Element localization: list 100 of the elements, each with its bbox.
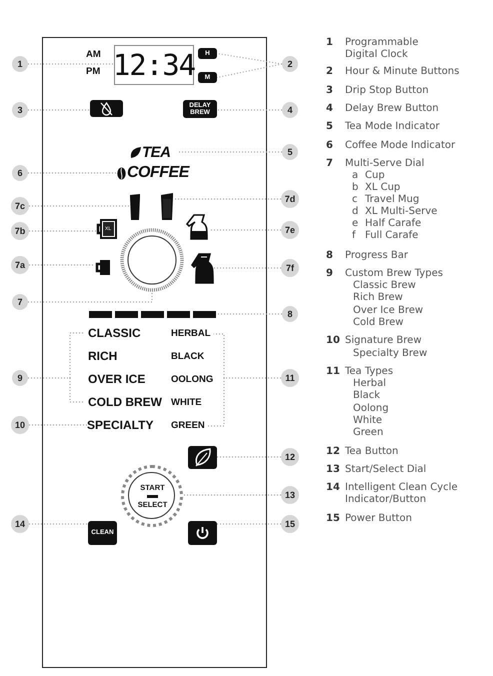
leader-line xyxy=(28,264,96,266)
callout-number: 7 xyxy=(12,294,28,310)
am-pm-indicator: PM xyxy=(86,66,100,77)
callout-number: 7b xyxy=(11,222,29,240)
item-number: 8 xyxy=(326,250,333,261)
leader-line xyxy=(28,292,152,302)
callout-number: 3 xyxy=(12,102,28,118)
callout-number: 15 xyxy=(281,515,299,533)
tea-button xyxy=(188,446,217,469)
tea-type-label: WHITE xyxy=(171,396,202,410)
item-number: 1 xyxy=(326,37,333,48)
am-pm-indicator: AM xyxy=(86,49,101,60)
leader-line xyxy=(28,424,88,426)
legend-description: Power Button xyxy=(345,513,412,525)
tea-type-label: HERBAL xyxy=(171,327,211,341)
item-number: 7 xyxy=(326,158,333,169)
legend-description: Over Ice Brew xyxy=(353,305,424,317)
item-number: 15 xyxy=(326,513,340,524)
leader-line xyxy=(216,456,282,458)
brew-type-label: RICH xyxy=(88,349,118,363)
item-number: 14 xyxy=(326,482,340,493)
leader-line xyxy=(216,64,282,78)
brew-type-label: OVER ICE xyxy=(88,372,146,386)
legend-description: Specialty Brew xyxy=(353,348,428,360)
callout-number: 7f xyxy=(281,259,299,277)
callout-number: 7a xyxy=(11,256,29,274)
progress-bar xyxy=(89,311,216,318)
legend-description: Tea Types xyxy=(345,366,394,378)
callout-number: 7e xyxy=(281,221,299,239)
callout-number: 9 xyxy=(12,370,28,386)
carafe-icon xyxy=(190,253,214,285)
leader-line xyxy=(28,172,118,174)
legend-description: Travel Mug xyxy=(365,194,420,206)
sub-item-letter: b xyxy=(352,182,358,194)
serve-size-dial xyxy=(120,228,184,292)
legend-description: XL Cup xyxy=(365,182,400,194)
legend-description: Hour & Minute Buttons xyxy=(345,66,460,78)
callout-number: 14 xyxy=(11,515,29,533)
item-number: 5 xyxy=(326,121,333,132)
item-number: 13 xyxy=(326,464,340,475)
leader-line xyxy=(174,198,282,200)
tea-type-label: GREEN xyxy=(171,419,205,433)
sub-item-letter: f xyxy=(352,230,356,242)
sub-item-letter: a xyxy=(352,170,358,182)
legend-description: Programmable Digital Clock xyxy=(345,37,420,61)
tall-cup-icon xyxy=(160,192,174,221)
legend-description: Herbal xyxy=(353,378,386,390)
tea-type-label: OOLONG xyxy=(171,373,214,387)
callout-number: 1 xyxy=(12,56,28,72)
legend-description: Classic Brew xyxy=(353,280,416,292)
legend-description: Tea Mode Indicator xyxy=(345,121,440,133)
brew-type-label: SPECIALTY xyxy=(87,418,154,432)
digital-clock-display: 12:34 xyxy=(114,45,194,85)
legend-description: Half Carafe xyxy=(365,218,422,230)
carafe-icon xyxy=(185,214,209,241)
brew-type-label: CLASSIC xyxy=(88,326,141,340)
item-number: 9 xyxy=(326,268,333,279)
callout-number: 10 xyxy=(11,416,29,434)
item-number: 4 xyxy=(326,103,333,114)
drip-stop-button xyxy=(90,100,123,117)
mug-icon xyxy=(95,258,111,276)
callout-number: 7d xyxy=(281,190,299,208)
legend-description: Signature Brew xyxy=(345,335,422,347)
mode-label: COFFEE xyxy=(127,164,189,182)
callout-number: 2 xyxy=(282,56,298,72)
sub-item-letter: d xyxy=(352,206,358,218)
sub-item-letter: e xyxy=(352,218,358,230)
legend-description: Delay Brew Button xyxy=(345,103,439,115)
item-number: 10 xyxy=(326,335,340,346)
travel-mug-icon xyxy=(129,192,141,221)
sub-item-letter: c xyxy=(352,194,358,206)
callout-number: 11 xyxy=(281,369,299,387)
legend-description: Drip Stop Button xyxy=(345,85,429,97)
callout-number: 5 xyxy=(282,144,298,160)
legend-description: Intelligent Clean Cycle Indicator/Button xyxy=(345,482,459,506)
item-number: 11 xyxy=(326,366,340,377)
legend-description: Cup xyxy=(365,170,385,182)
item-number: 3 xyxy=(326,85,333,96)
item-number: 12 xyxy=(326,446,340,457)
legend-description: Rich Brew xyxy=(353,292,403,304)
legend-description: Full Carafe xyxy=(365,230,418,242)
legend-description: Cold Brew xyxy=(353,317,404,329)
leader-line xyxy=(207,378,282,426)
legend-description: Start/Select Dial xyxy=(345,464,426,476)
callout-number: 4 xyxy=(282,102,298,118)
legend-description: White xyxy=(353,415,382,427)
legend-description: Black xyxy=(353,390,380,402)
leader-line xyxy=(182,494,282,496)
leader-line xyxy=(28,230,96,232)
callout-number: 12 xyxy=(281,448,299,466)
callout-number: 6 xyxy=(12,165,28,181)
legend-description: Multi-Serve Dial xyxy=(345,158,424,170)
mode-label: TEA xyxy=(142,144,170,160)
legend-description: Oolong xyxy=(353,403,389,415)
item-number: 6 xyxy=(326,140,333,151)
item-number: 2 xyxy=(326,66,333,77)
legend-description: Coffee Mode Indicator xyxy=(345,140,456,152)
legend-description: Custom Brew Types xyxy=(345,268,443,280)
callout-number: 13 xyxy=(281,486,299,504)
callout-number: 7c xyxy=(11,197,29,215)
